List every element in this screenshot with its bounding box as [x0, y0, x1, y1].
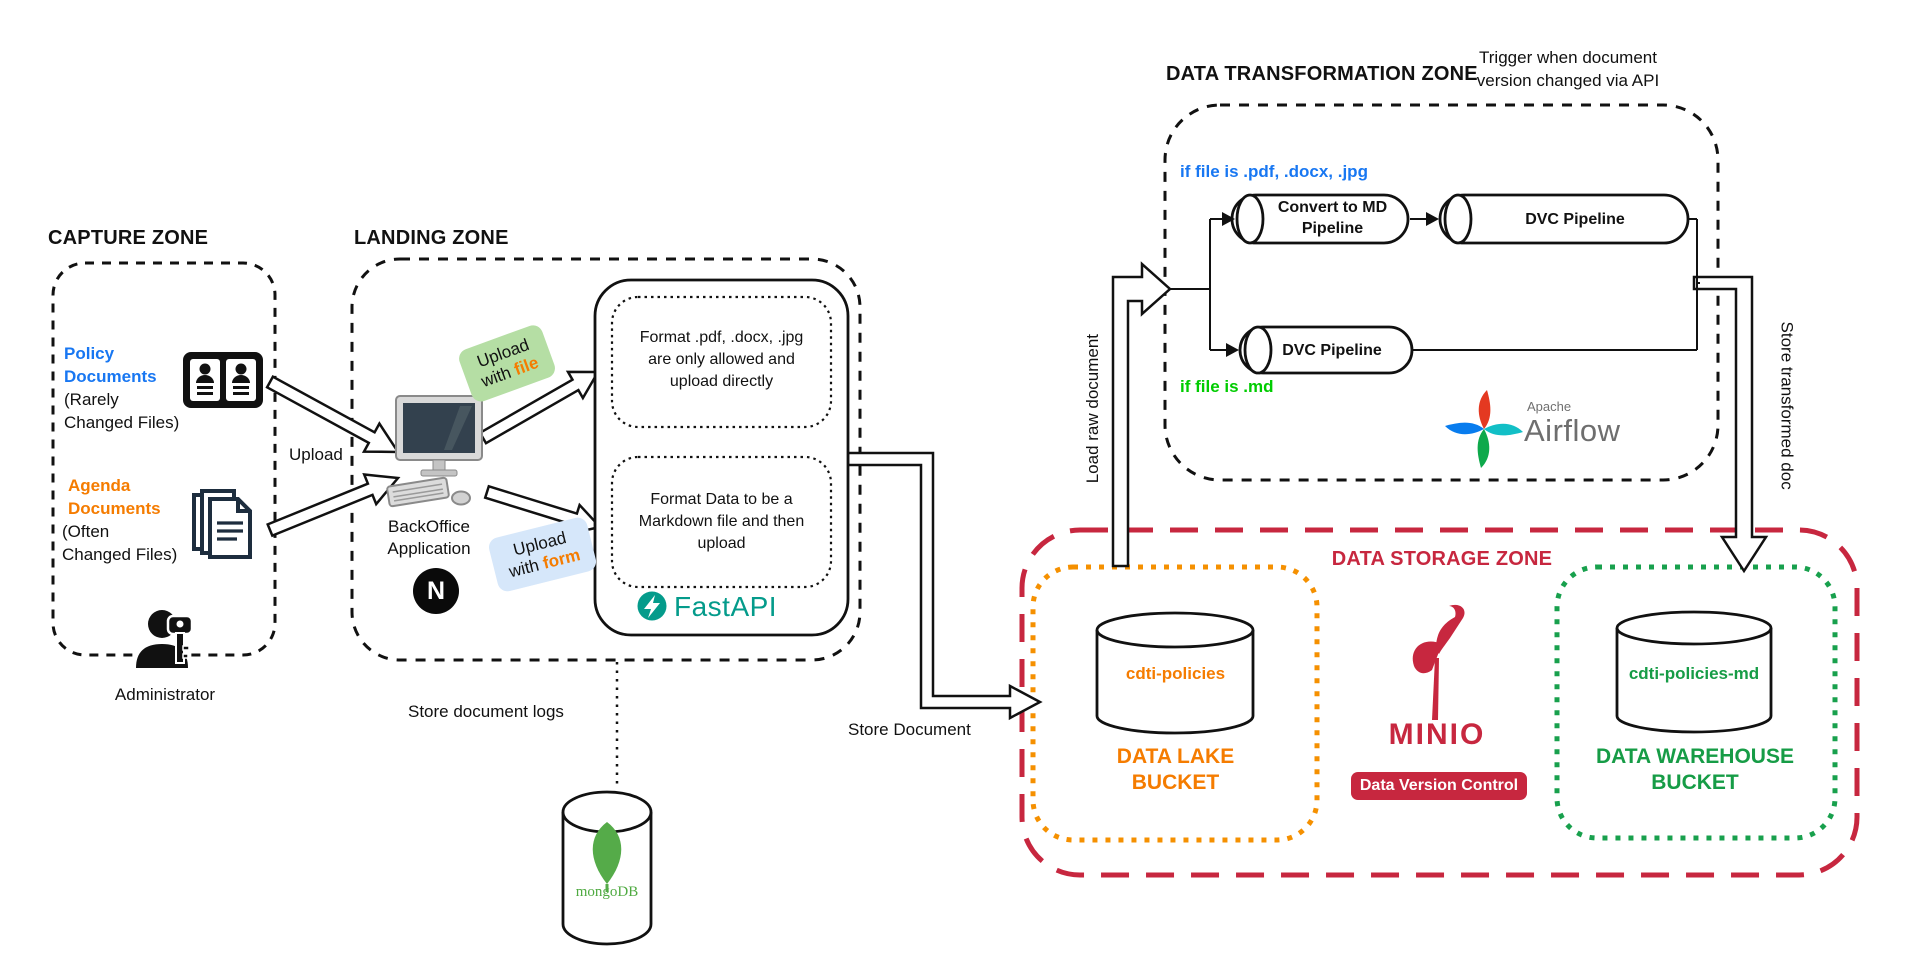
mongodb-leaf-icon: [592, 822, 622, 884]
storage-zone-title: DATA STORAGE ZONE: [1331, 548, 1553, 570]
arrow-upload-with-file: [478, 370, 601, 445]
agenda-documents-icon: [192, 489, 252, 559]
pipeline-dvc-top-label: DVC Pipeline: [1525, 211, 1625, 228]
store-transformed-doc-label: Store transformed doc: [1777, 321, 1797, 490]
arrow-policy-to-backoffice: [265, 375, 401, 454]
rule-direct-box: [610, 295, 833, 429]
arrow-load-raw-document: [1111, 261, 1172, 568]
data-lake-bucket-label: DATA LAKE BUCKET: [1116, 745, 1235, 794]
airflow-apache-label: Apache: [1527, 399, 1572, 414]
pipeline-arrowheads: [1222, 212, 1439, 357]
store-document-label: Store Document: [848, 720, 971, 739]
pipeline-dvc-top: [1438, 193, 1690, 245]
upload-label: Upload: [289, 445, 343, 464]
arrow-agenda-to-backoffice: [266, 473, 401, 538]
pipeline-dvc-bottom-label: DVC Pipeline: [1282, 342, 1382, 359]
minio-logo-icon: [1412, 604, 1465, 720]
agenda-documents-label: Agenda Documents: [68, 476, 161, 518]
pipeline-convert-md: [1230, 193, 1410, 245]
mongodb-cylinder: [561, 790, 653, 946]
rule-direct-text: Format .pdf, .docx, .jpg are only allowe…: [639, 329, 804, 390]
store-document-logs-label: Store document logs: [408, 702, 564, 721]
badge-form-line2: with: [507, 555, 542, 582]
storage-zone-border: [1019, 527, 1860, 878]
warehouse-bucket-name: cdti-policies-md: [1628, 664, 1760, 683]
landing-zone-border: [350, 257, 862, 662]
nextjs-letter: N: [426, 576, 446, 605]
condition-pdf-label: if file is .pdf, .docx, .jpg: [1180, 162, 1368, 181]
data-warehouse-bucket-label: DATA WAREHOUSE BUCKET: [1596, 745, 1794, 794]
mongodb-label: mongoDB: [575, 884, 639, 900]
fastapi-logo-icon: [637, 591, 667, 621]
rule-markdown-box: [610, 455, 833, 589]
backoffice-computer-icon: [386, 395, 483, 508]
nextjs-logo: N: [413, 568, 459, 614]
administrator-label: Administrator: [114, 685, 216, 704]
arrow-store-transformed-doc: [1692, 275, 1769, 574]
transformation-zone-title: DATA TRANSFORMATION ZONE: [1166, 63, 1478, 85]
landing-zone-title: LANDING ZONE: [354, 227, 509, 249]
condition-md-label: if file is .md: [1180, 377, 1274, 396]
data-warehouse-cylinder: [1615, 610, 1773, 734]
policy-book-icon: [183, 352, 263, 408]
rule-markdown-text: Format Data to be a Markdown file and th…: [638, 491, 805, 552]
data-warehouse-border: [1554, 564, 1838, 841]
arrow-store-document: [846, 451, 1043, 721]
airflow-logo-icon: [1445, 390, 1523, 468]
policy-documents-note: (Rarely Changed Files): [64, 390, 180, 432]
data-lake-cylinder: [1095, 611, 1255, 735]
minio-wordmark: MINIO: [1388, 718, 1486, 751]
load-raw-document-label: Load raw document: [1082, 333, 1102, 484]
pipeline-connectors: [1170, 218, 1700, 351]
policy-documents-label: Policy Documents: [64, 344, 157, 386]
airflow-wordmark: Airflow: [1524, 413, 1621, 448]
agenda-documents-note: (Often Changed Files): [62, 522, 178, 564]
backoffice-label: BackOffice Application: [387, 517, 471, 558]
capture-zone-border: [51, 261, 277, 657]
pipeline-convert-label: Convert to MD Pipeline: [1277, 199, 1388, 237]
trigger-note: Trigger when document version changed vi…: [1476, 48, 1660, 90]
fastapi-wordmark: FastAPI: [674, 591, 778, 622]
mouse-icon: [451, 490, 471, 506]
lake-bucket-name: cdti-policies: [1125, 664, 1226, 683]
administrator-icon: [136, 610, 194, 668]
capture-zone-title: CAPTURE ZONE: [48, 227, 209, 249]
data-version-control-badge: Data Version Control: [1351, 772, 1527, 800]
